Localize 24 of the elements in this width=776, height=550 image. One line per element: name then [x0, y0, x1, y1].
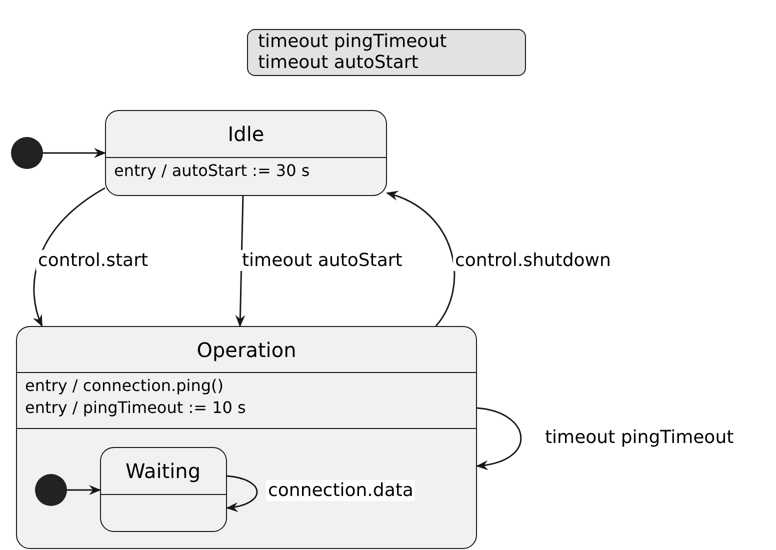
entry-action: entry / pingTimeout := 10 s [25, 397, 247, 419]
transition-arrow [33, 187, 106, 327]
state-name: Waiting [125, 460, 201, 482]
transition-arrow [476, 407, 522, 470]
transition-arrow [43, 148, 106, 158]
state-name: Idle [228, 122, 264, 146]
state-box [16, 326, 477, 549]
state-box [100, 446, 226, 532]
transition-arrow [386, 192, 456, 326]
edge-label: timeout pingTimeout [543, 427, 736, 448]
state-box [105, 110, 387, 196]
entry-action: entry / autoStart := 30 s [114, 160, 311, 182]
transition-arrow [67, 485, 101, 495]
state-name: Operation [196, 338, 296, 362]
edge-label: timeout autoStart [240, 250, 404, 271]
transition-arrow [226, 475, 258, 512]
entry-action: entry / connection.ping() [25, 375, 224, 397]
initial-state-dot [34, 474, 66, 506]
note-text: timeout autoStart [258, 52, 420, 73]
note-text: timeout pingTimeout [258, 31, 448, 52]
edge-label: control.start [36, 250, 150, 271]
initial-state-dot [11, 137, 43, 169]
edge-label: connection.data [266, 480, 416, 501]
note-box [247, 29, 526, 76]
